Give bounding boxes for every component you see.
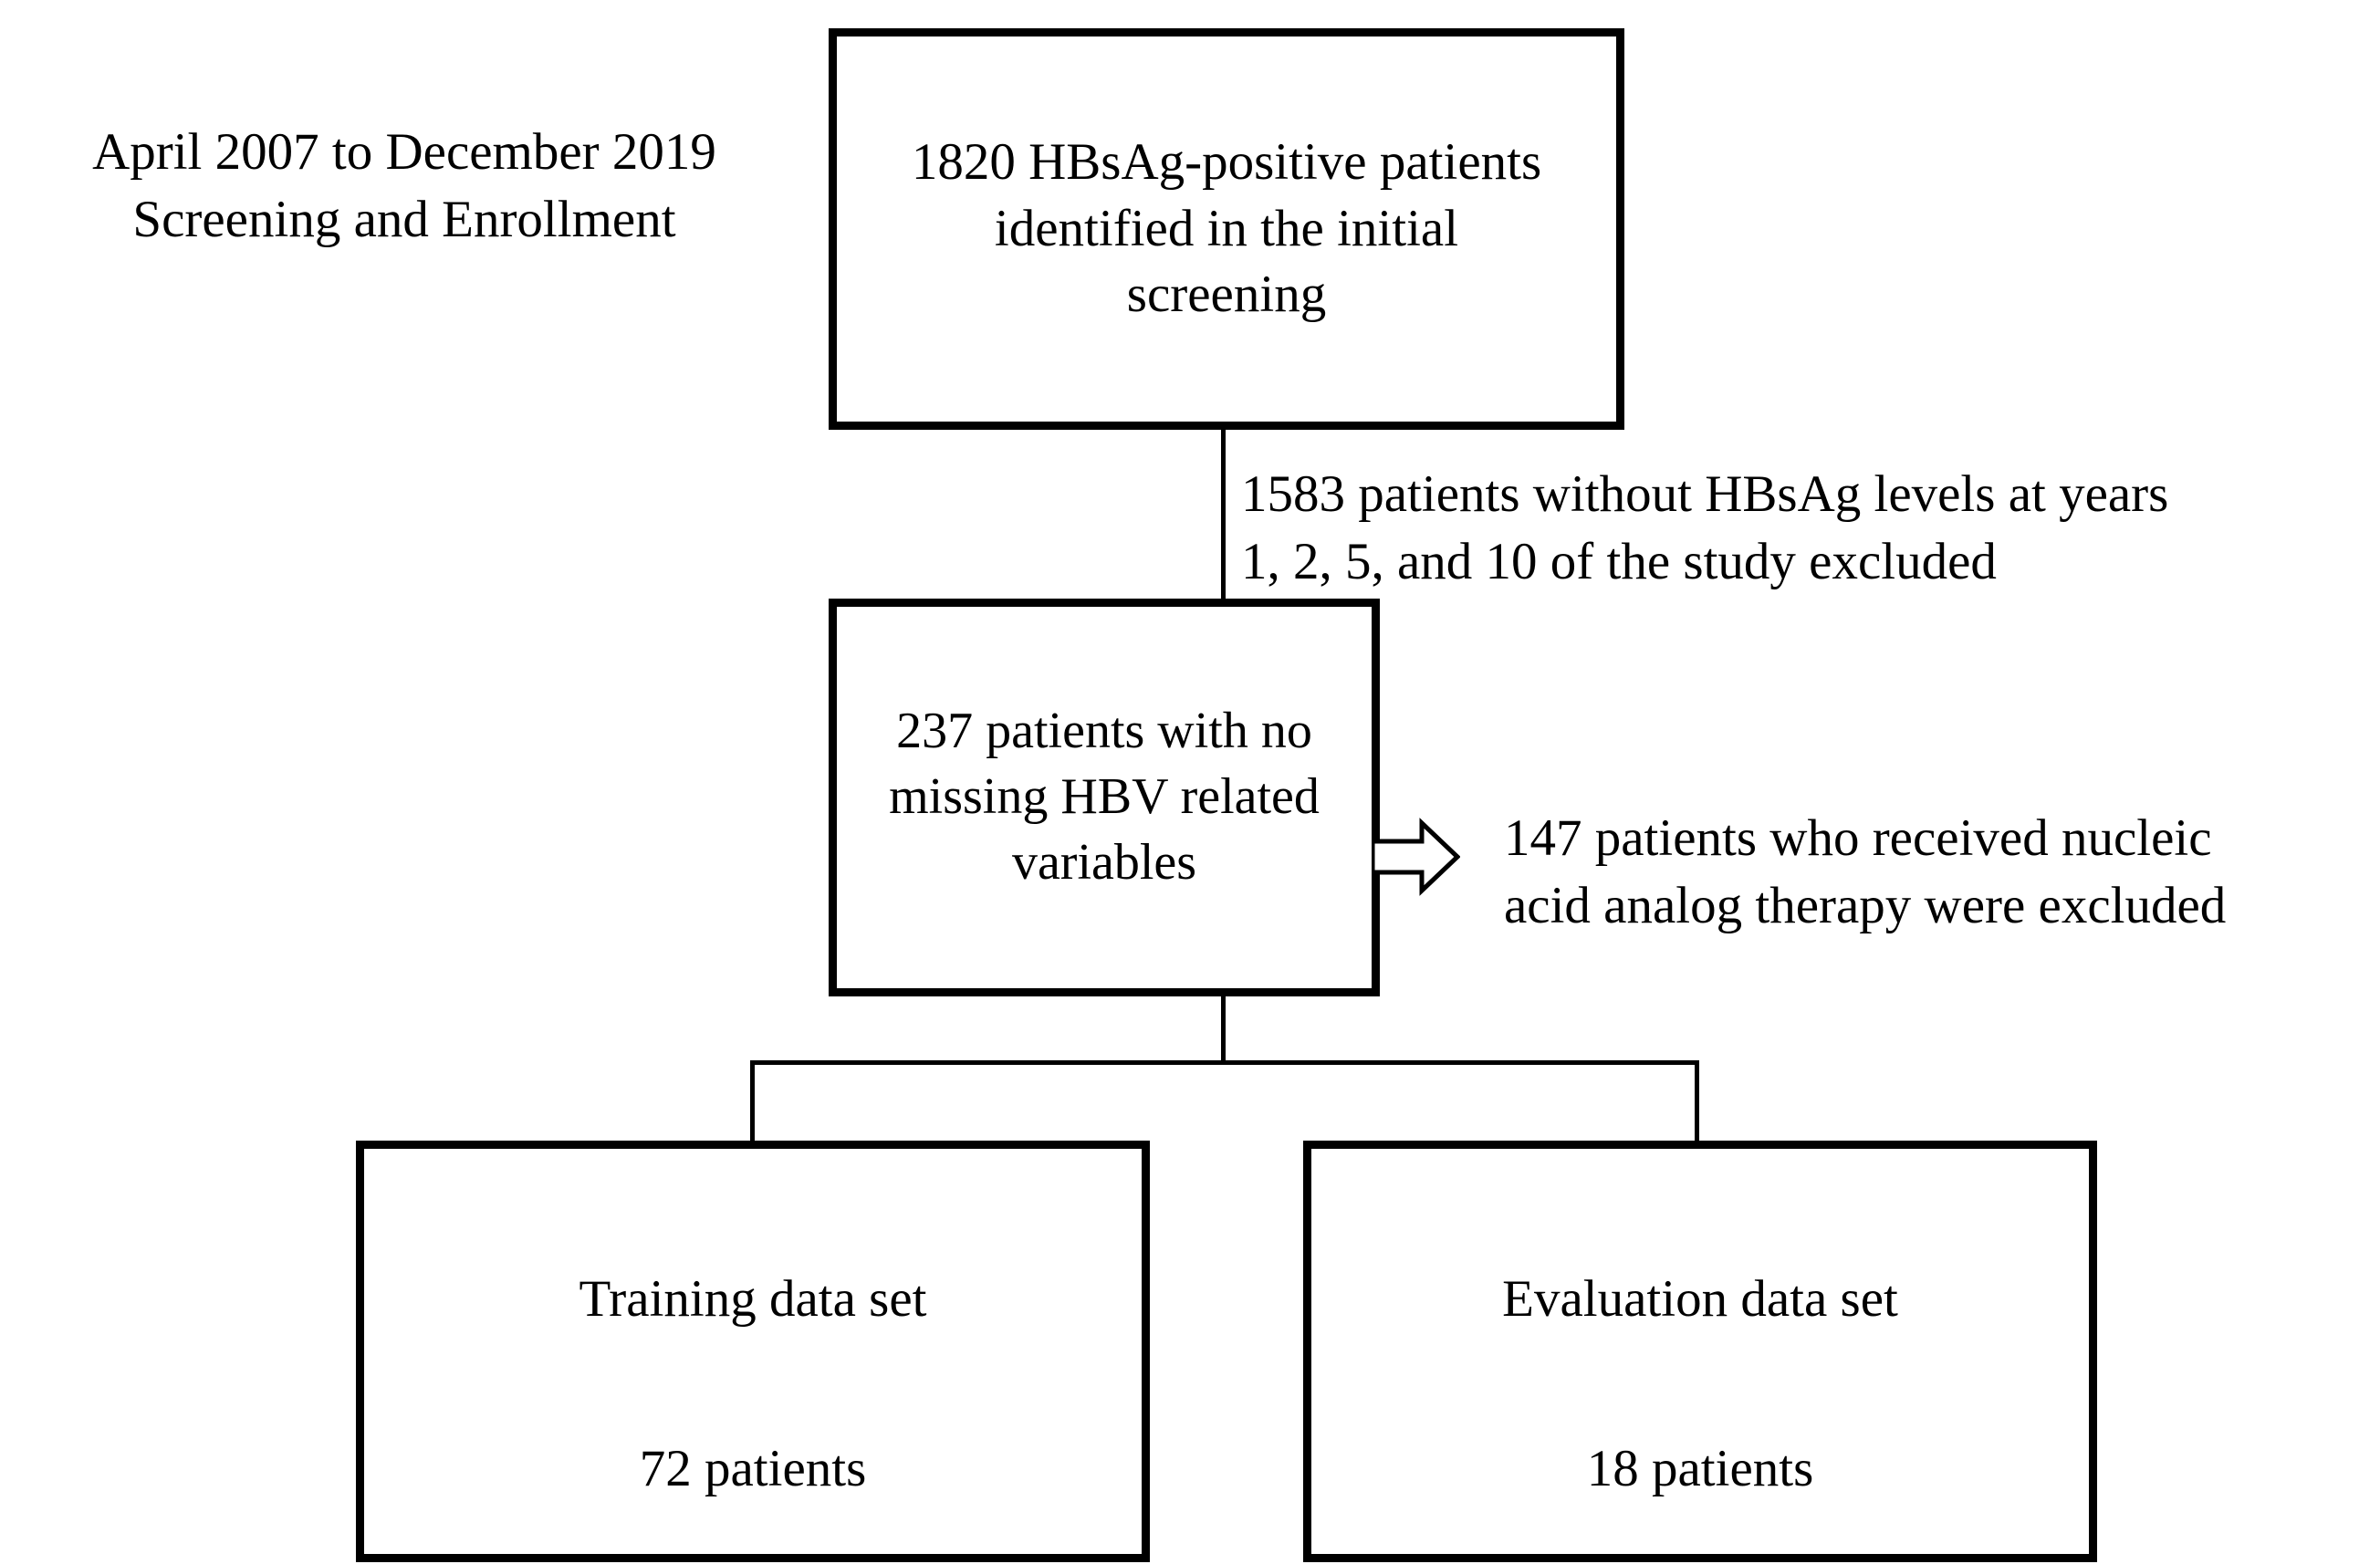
block-arrow-right-icon: [1373, 818, 1460, 896]
box-complete-variables: 237 patients with no missing HBV related…: [829, 599, 1380, 996]
box-evaluation-title: Evaluation data set: [1502, 1269, 1898, 1328]
exclusion-note-1583: 1583 patients without HBsAg levels at ye…: [1241, 465, 2169, 591]
connector-to-evaluation: [1695, 1060, 1699, 1144]
exclusion-note-147: 147 patients who received nucleic acid a…: [1504, 809, 2227, 935]
box-initial-screening-text: 1820 HBsAg-positive patients identified …: [911, 132, 1542, 324]
connector-split-bar: [750, 1060, 1699, 1065]
box-training-title: Training data set: [579, 1269, 927, 1328]
box-training-count: 72 patients: [639, 1440, 867, 1498]
box-evaluation-data-set-content: Evaluation data set 18 patients: [1311, 1200, 2089, 1504]
connector-complete-stem: [1221, 991, 1226, 1064]
connector-screening-to-complete: [1221, 429, 1226, 602]
connector-to-training: [750, 1060, 755, 1144]
spacer: [1320, 1332, 2080, 1370]
box-training-data-set: Training data set 72 patients: [356, 1141, 1150, 1562]
study-period-label: April 2007 to December 2019 Screening an…: [92, 123, 716, 249]
box-training-data-set-content: Training data set 72 patients: [364, 1200, 1142, 1504]
spacer: [373, 1332, 1133, 1370]
box-evaluation-count: 18 patients: [1586, 1440, 1814, 1498]
box-initial-screening: 1820 HBsAg-positive patients identified …: [829, 28, 1624, 430]
box-evaluation-data-set: Evaluation data set 18 patients: [1303, 1141, 2097, 1562]
box-complete-variables-text: 237 patients with no missing HBV related…: [889, 703, 1320, 891]
